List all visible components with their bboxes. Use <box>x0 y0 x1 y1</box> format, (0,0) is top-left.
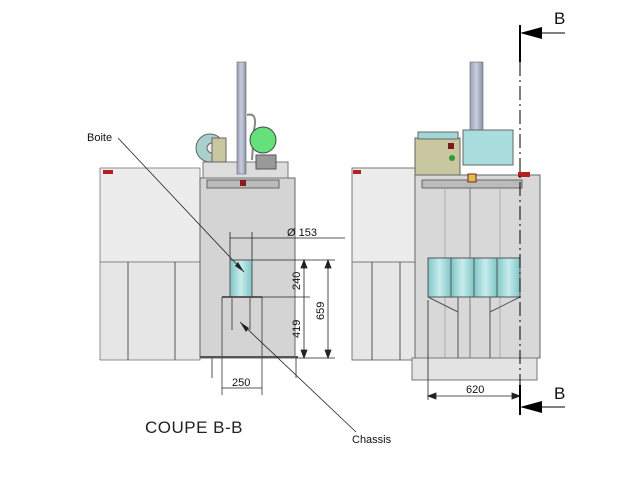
right-view-front <box>351 61 541 381</box>
side-door-upper <box>99 167 201 263</box>
section-title: COUPE B-B <box>145 418 243 437</box>
red-marker <box>103 170 113 174</box>
left-dimensions <box>222 232 345 389</box>
motor <box>249 126 277 154</box>
dim-240: 240 <box>291 272 303 290</box>
blower <box>462 129 514 166</box>
section-marker-top: B <box>554 9 565 28</box>
side-door-lower <box>99 261 201 361</box>
dim-419: 419 <box>291 320 303 338</box>
right-dimensions <box>426 300 522 400</box>
dim-250: 250 <box>232 377 250 389</box>
boite-cylinder <box>229 259 253 298</box>
dim-diameter: Ø 153 <box>287 227 317 239</box>
left-view-section <box>99 61 298 395</box>
section-line <box>519 25 565 415</box>
cyan-band <box>427 257 521 298</box>
section-marker-bottom: B <box>554 384 565 403</box>
dim-620: 620 <box>466 384 484 396</box>
dim-659: 659 <box>315 302 327 320</box>
label-boite: Boite <box>87 132 112 144</box>
label-chassis: Chassis <box>352 434 392 446</box>
pole <box>236 61 247 175</box>
